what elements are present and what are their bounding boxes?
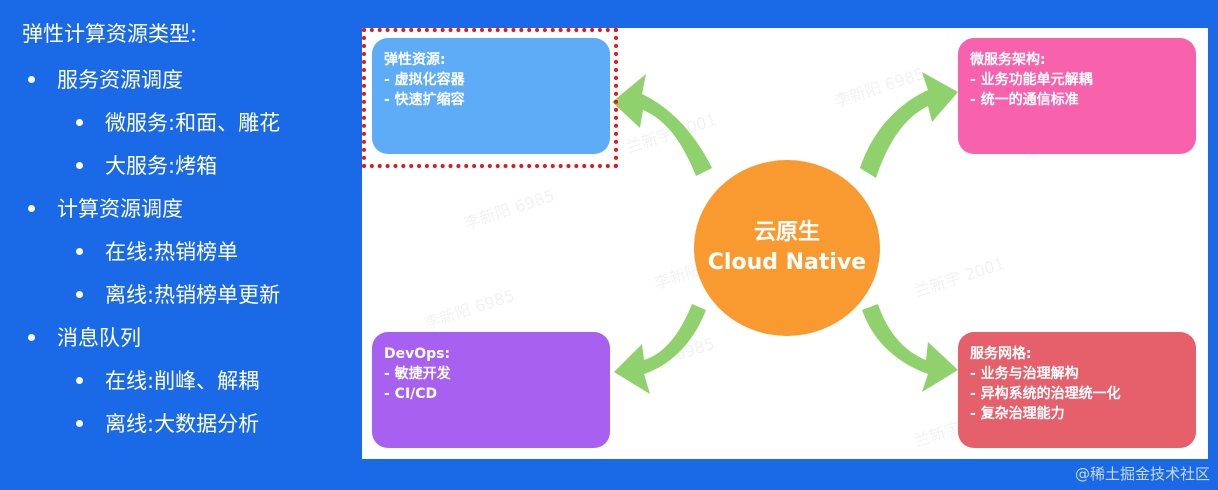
node-elastic-resources: 弹性资源: - 虚拟化容器 - 快速扩缩容 [372,38,610,154]
bullet-icon [28,204,35,212]
center-title-en: Cloud Native [707,250,867,275]
list-item: 服务资源调度 [28,64,183,94]
center-cloud-native: 云原生 Cloud Native [694,160,880,336]
node-service-mesh: 服务网格: - 业务与治理解构 - 异构系统的治理统一化 - 复杂治理能力 [958,332,1196,448]
center-title-cn: 云原生 [753,220,820,245]
list-item: 离线:热销榜单更新 [76,279,280,309]
arrow-to-devops [614,304,706,394]
arrow-to-elastic [612,74,712,176]
list-item: 微服务:和面、雕花 [76,107,280,137]
bullet-icon [76,161,83,169]
bullet-icon [76,118,83,126]
list-item: 在线:削峰、解耦 [76,365,259,395]
bullet-icon [76,290,83,298]
list-item: 消息队列 [28,322,141,352]
bullet-icon [28,75,35,83]
arrows-layer [612,72,958,394]
bullet-icon [28,333,35,341]
left-title: 弹性计算资源类型: [22,22,198,46]
bullet-icon [76,376,83,384]
left-panel: 弹性计算资源类型: 服务资源调度 微服务:和面、雕花 大服务:烤箱 计算资源调度… [0,0,360,490]
list-item: 离线:大数据分析 [76,408,259,438]
node-microservice-architecture: 微服务架构: - 业务功能单元解耦 - 统一的通信标准 [958,38,1196,154]
arrow-to-mesh [862,304,958,392]
highlight-box [362,28,618,168]
list-item: 在线:热销榜单 [76,236,238,266]
footer-watermark: @稀土掘金技术社区 [1074,465,1210,483]
bullet-icon [76,247,83,255]
arrow-to-micro [860,72,958,178]
list-item: 计算资源调度 [28,193,183,223]
bullet-icon [76,419,83,427]
list-item: 大服务:烤箱 [76,150,217,180]
node-devops: DevOps: - 敏捷开发 - CI/CD [372,332,610,448]
cloud-native-diagram: 李新阳 6985 兰新宇 2001 兰新宇 2001 李新阳 6985 李新阳 … [362,28,1208,459]
